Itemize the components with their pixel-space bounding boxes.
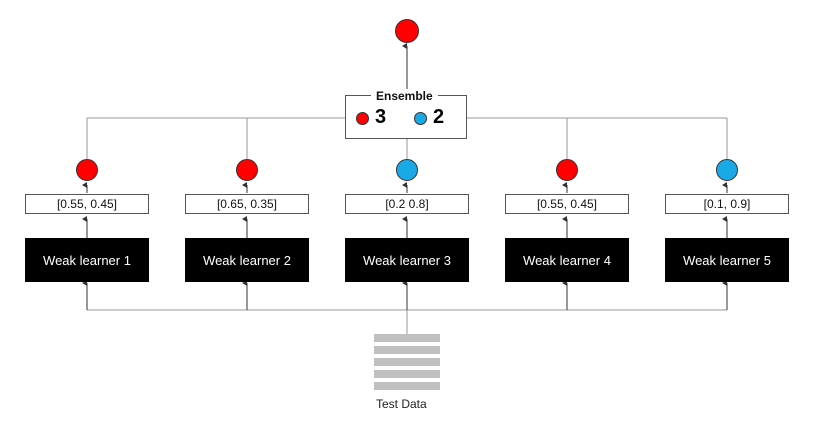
final-output-circle: [395, 19, 419, 43]
data-row: [374, 382, 440, 390]
data-row: [374, 358, 440, 366]
weak-learner-3: Weak learner 3: [345, 238, 469, 282]
probability-box-1: [0.55, 0.45]: [25, 194, 149, 214]
ensemble-title: Ensemble: [371, 89, 438, 103]
weak-learner-4: Weak learner 4: [505, 238, 629, 282]
probability-box-4: [0.55, 0.45]: [505, 194, 629, 214]
weak-learner-2: Weak learner 2: [185, 238, 309, 282]
vote-circle-5: [716, 159, 738, 181]
ensemble-red-dot: [356, 112, 369, 125]
probability-box-2: [0.65, 0.35]: [185, 194, 309, 214]
vote-circle-2: [236, 159, 258, 181]
vote-circle-3: [396, 159, 418, 181]
ensemble-red-count: 3: [375, 106, 387, 128]
data-row: [374, 346, 440, 354]
vote-circle-4: [556, 159, 578, 181]
weak-learner-1: Weak learner 1: [25, 238, 149, 282]
ensemble-blue-count: 2: [433, 106, 445, 128]
ensemble-blue-dot: [414, 112, 427, 125]
data-row: [374, 370, 440, 378]
probability-box-5: [0.1, 0.9]: [665, 194, 789, 214]
test-data-label: Test Data: [376, 397, 427, 411]
data-row: [374, 334, 440, 342]
probability-box-3: [0.2 0.8]: [345, 194, 469, 214]
vote-circle-1: [76, 159, 98, 181]
weak-learner-5: Weak learner 5: [665, 238, 789, 282]
